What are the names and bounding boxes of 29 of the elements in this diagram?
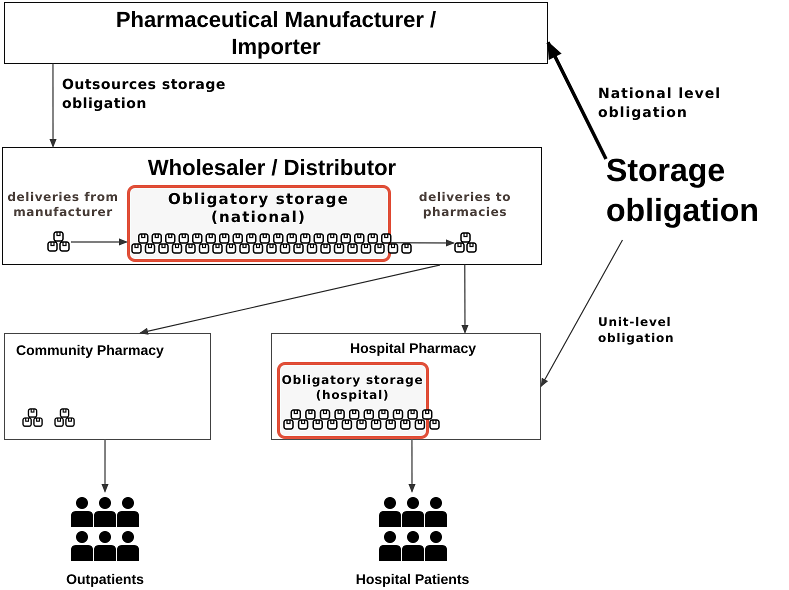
arrow [546,40,608,160]
arrow [49,64,57,148]
box-stack-icon [46,230,70,252]
node-label: Community Pharmacy [15,341,164,360]
node-label: Hospital Patients [356,570,470,588]
arrow [101,440,109,493]
edge-label: Outsources storage obligation [62,76,227,114]
box-stack-icon [454,232,478,254]
node-label: Obligatory storage (national) [167,188,350,227]
heading-text: Storage obligation [606,151,760,230]
process-box [4,333,211,440]
arrow [461,265,469,334]
node-label: Wholesaler / Distributor [148,154,396,182]
edge-label: National level obligation [598,85,722,123]
edge-label: Unit-level obligation [598,314,676,346]
node-label: Pharmaceutical Manufacturer / Importer [114,6,438,60]
arrow [408,440,416,493]
node-label: Outpatients [66,570,144,588]
arrow [540,240,623,388]
process-box [2,147,542,265]
arrow [139,264,440,335]
node-caption: deliveries to pharmacies [418,190,512,220]
process-box [271,333,541,440]
node-label: Obligatory storage (hospital) [280,372,424,402]
node-caption: deliveries from manufacturer [6,190,120,220]
node-label: Hospital Pharmacy [349,339,476,358]
arrow [391,239,455,247]
process-box [4,2,548,64]
arrow [71,238,128,246]
